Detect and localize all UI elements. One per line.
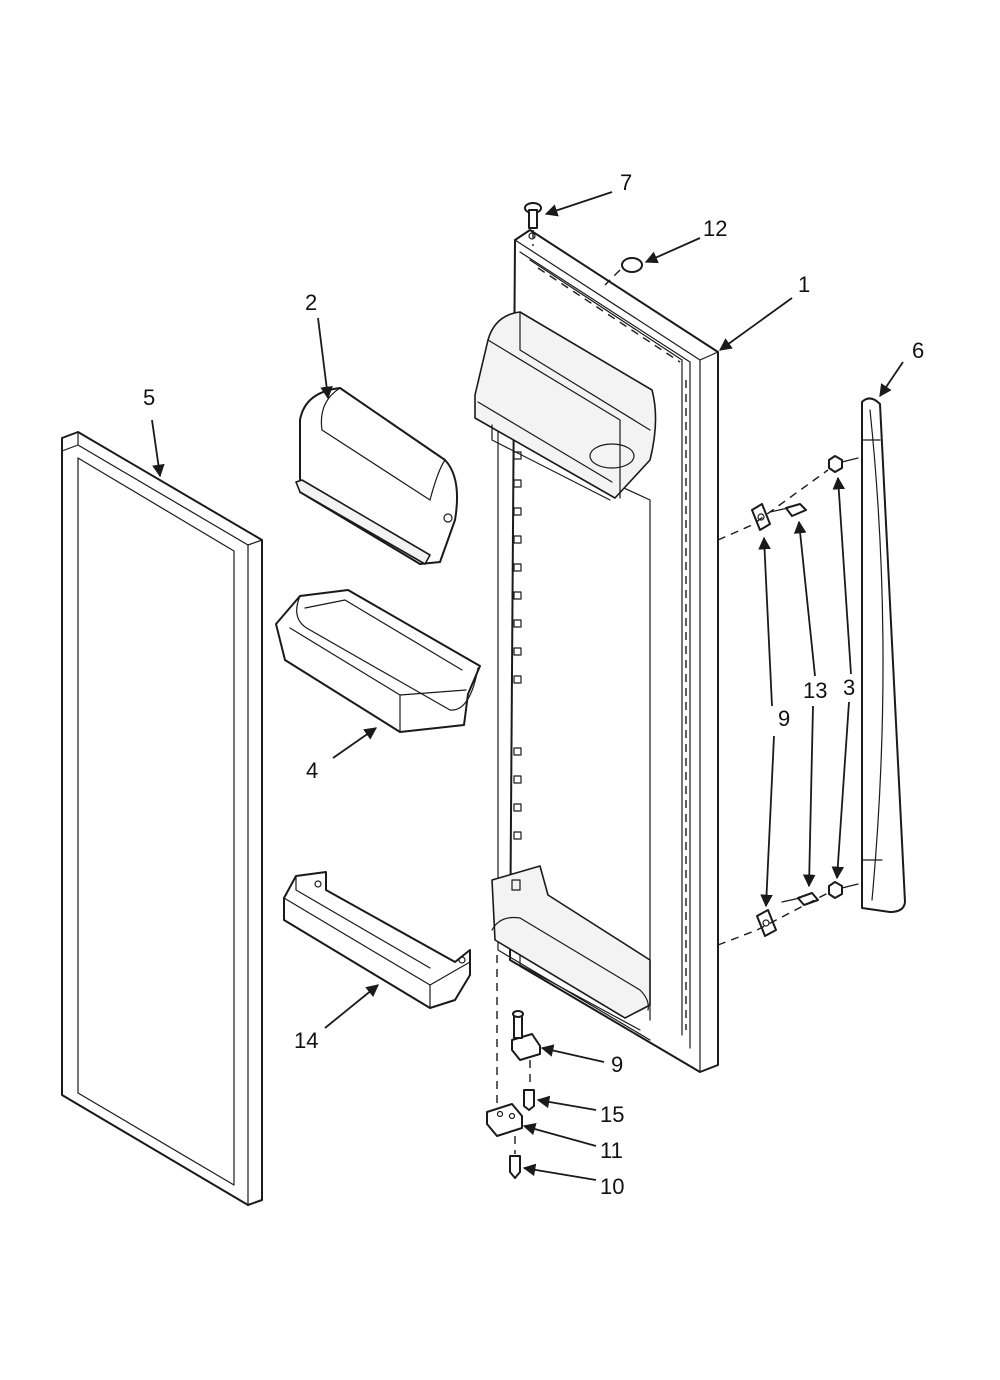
hinge-block [486,1103,523,1137]
handle-screw-lower [828,881,859,899]
handle-stud-upper [769,503,807,517]
hinge-screw [523,1089,535,1111]
callout-4: 4 [306,758,318,783]
door-bin [275,589,481,733]
callout-9-side: 9 [778,706,790,731]
callout-7: 7 [620,170,632,195]
door-gasket [61,431,263,1206]
handle-bracket-lower [756,909,777,937]
handle-bracket-upper [751,503,771,531]
callout-15: 15 [600,1102,624,1127]
assembly-line-upper [717,469,829,541]
callout-11: 11 [600,1138,623,1163]
callout-12: 12 [703,216,727,241]
callout-13: 13 [803,678,827,703]
callout-9-hinge: 9 [611,1052,623,1077]
hinge-block-screw [509,1155,521,1179]
plug [604,257,643,286]
top-hinge-pin [524,202,542,246]
callout-6: 6 [912,338,924,363]
dairy-door [295,387,458,565]
door-shelf-rail [283,871,471,1009]
callout-1: 1 [798,272,810,297]
callout-10: 10 [600,1174,624,1199]
callout-5: 5 [143,385,155,410]
shelf-tabs [513,451,522,840]
bottom-hinge [511,1010,541,1061]
door-assembly [474,229,719,1073]
handle-screw-upper [828,455,859,473]
callout-3: 3 [843,675,855,700]
leader-lines [151,191,904,1181]
callout-2: 2 [305,290,317,315]
door-handle [861,397,906,913]
handle-stud-lower [781,892,819,906]
callout-14: 14 [294,1028,318,1053]
